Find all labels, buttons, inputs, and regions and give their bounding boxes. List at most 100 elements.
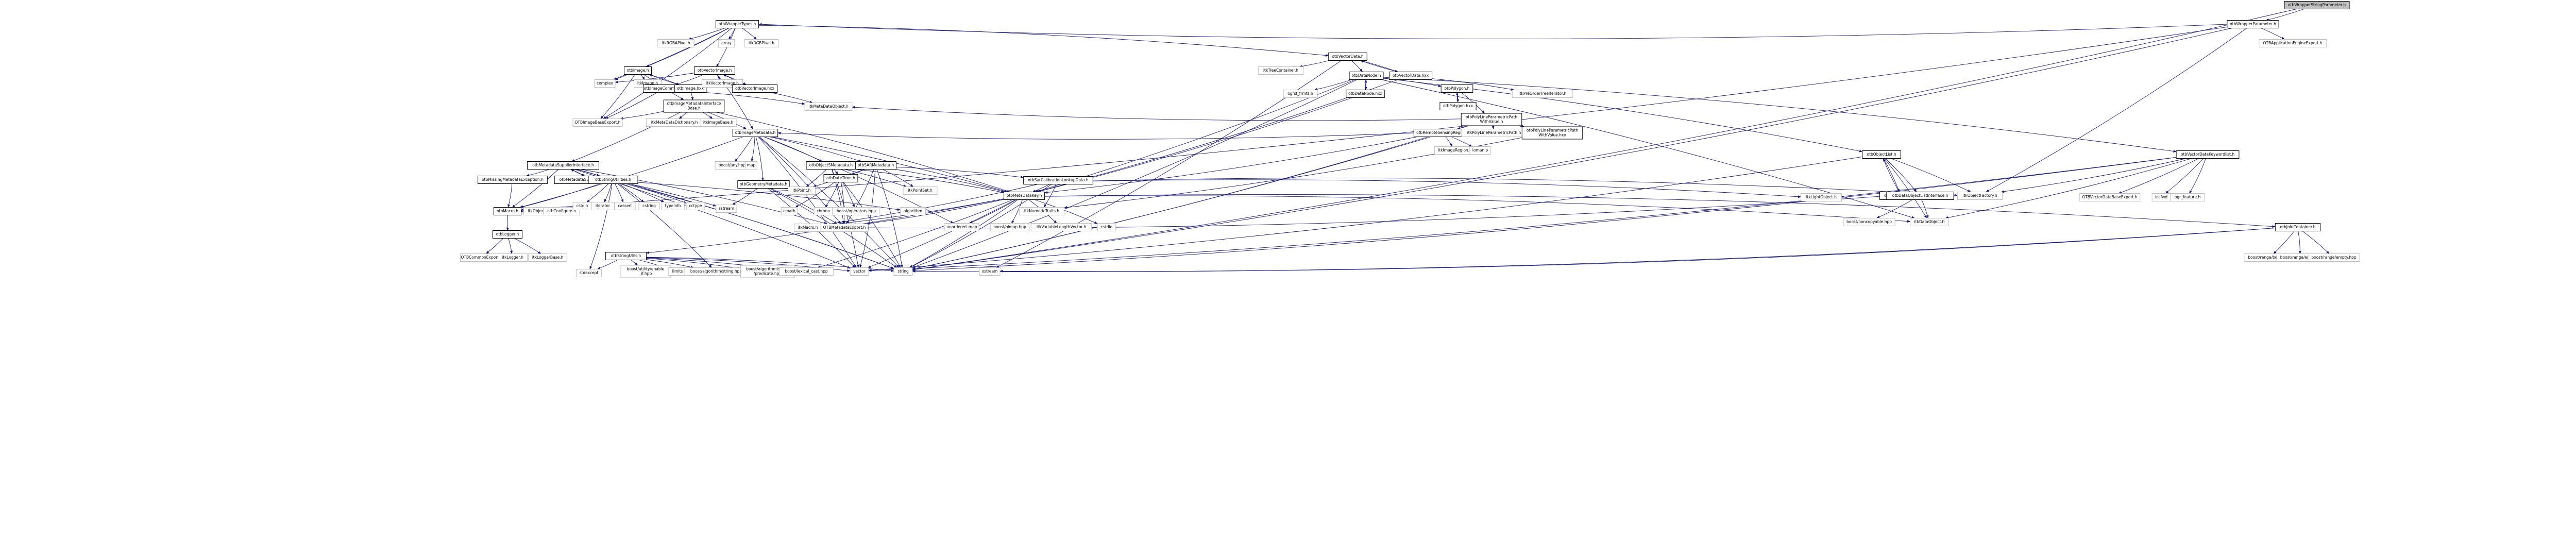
node-label: cmath <box>783 209 795 213</box>
edge-sarmd-to-string <box>876 169 903 268</box>
graph-node-datetime[interactable]: otbDateTime.h <box>823 174 858 182</box>
node-box <box>1346 90 1385 98</box>
graph-node-strutilsh[interactable]: otbStringUtils.h <box>605 252 647 260</box>
graph-node-wparam[interactable]: otbWrapperParameter.h <box>2227 20 2279 28</box>
edge-mdkey-to-cstdio2 <box>1034 199 1098 224</box>
graph-node-mdkey[interactable]: otbMetaDataKey.h <box>1004 192 1045 200</box>
graph-node-itklogger: itkLogger.h <box>497 253 528 262</box>
node-box <box>1461 113 1522 126</box>
node-label: iomanip <box>1472 148 1488 153</box>
graph-node-polygonhxx[interactable]: otbPolygon.hxx <box>1439 102 1477 110</box>
node-label: boost/algorithm/string <box>746 267 789 272</box>
edge-joincontainer-to-rbegin <box>2273 231 2295 254</box>
edge-image-to-itkimage <box>640 74 645 80</box>
node-box <box>576 269 602 277</box>
graph-node-dolistif[interactable]: otbDataObjectListInterface.h <box>1886 192 1954 200</box>
edge-strutilsh-to-enableif <box>631 260 638 266</box>
edge-objlist-to-objlisthxx <box>1883 158 1900 193</box>
edge-wtypes-to-vdata <box>758 25 1329 57</box>
graph-node-sarcal[interactable]: otbSarCalibrationLookupData.h <box>1023 176 1093 184</box>
edge-mdkey-to-lexcast <box>817 199 1013 268</box>
edge-imgmd-to-unorderedmap <box>764 137 954 224</box>
edge-imgmd-to-macro <box>519 137 743 208</box>
edge-datetime-to-boostops <box>842 182 855 208</box>
edge-imgcommons-to-imgbaseexp <box>605 92 657 119</box>
graph-node-rsregion[interactable]: otbRemoteSensingRegion.h <box>1413 129 1473 137</box>
graph-node-joincontainer[interactable]: otbJoinContainer.h <box>2275 223 2321 231</box>
node-box <box>804 103 853 111</box>
node-box <box>1862 150 1901 159</box>
node-label: itkRGBPixel.h <box>749 41 774 45</box>
graph-node-vimage[interactable]: otbVectorImage.h <box>694 66 735 75</box>
graph-node-dnodehxx[interactable]: otbDataNode.hxx <box>1346 90 1385 98</box>
node-label: vector <box>853 269 866 274</box>
graph-node-imgbase: itkImageBase.h <box>700 118 737 127</box>
graph-node-sarmd[interactable]: otbSARMetadata.h <box>855 161 896 170</box>
graph-node-logger[interactable]: otbLogger.h <box>492 230 523 239</box>
edge-rsregion-to-iomanip <box>1451 137 1472 147</box>
node-label: otbPolyLineParametricPath <box>1466 115 1518 120</box>
node-label: boost/noncopyable.hpp <box>1846 219 1892 224</box>
graph-node-imgbaseexp: OTBImageBaseExport.h <box>572 118 623 127</box>
graph-node-dnode[interactable]: otbDataNode.h <box>1349 72 1384 80</box>
graph-node-ogrfeature: ogr_feature.h <box>2170 193 2205 201</box>
node-box <box>1030 223 1092 231</box>
node-label: itkNumericTraits.h <box>1024 209 1059 213</box>
edge-strutils-to-iterator <box>604 183 612 203</box>
node-label: cstdio <box>1101 225 1113 229</box>
node-label: itkPolyLineParametricPath.h <box>1467 130 1521 135</box>
node-label: cassert <box>618 204 632 208</box>
edge-wparam-to-objfactory <box>1986 28 2247 192</box>
edge-vdkwl-to-objfactory <box>2001 158 2187 193</box>
graph-node-vimagehxx[interactable]: otbVectorImage.hxx <box>732 84 778 93</box>
edge-vimage-to-itkvimage <box>717 74 720 80</box>
graph-node-missingmd[interactable]: otbMissingMetadataException.h <box>478 176 548 184</box>
node-label: boost/range/end.hpp <box>2280 255 2321 260</box>
node-label: WithValue.hxx <box>1538 133 1566 138</box>
edge-imgmd-to-geommd <box>755 137 764 181</box>
graph-node-mddict: itkMetaDataDictionary.h <box>646 118 703 127</box>
node-label: OTBApplicationEngineExport.h <box>2263 41 2323 45</box>
node-box <box>1886 192 1954 200</box>
edge-sarcal-to-numtraits <box>1043 184 1057 208</box>
graph-node-typeinfo: typeinfo <box>661 202 685 210</box>
graph-node-macro[interactable]: otbMacro.h <box>494 207 521 215</box>
node-box <box>492 230 523 239</box>
graph-node-chrono: chrono <box>814 207 833 215</box>
graph-node-vdkwl[interactable]: otbVectorDataKeywordlist.h <box>2176 150 2240 159</box>
edge-rsregion-to-mdkey <box>1044 137 1418 194</box>
graph-node-mdsupplier[interactable]: otbMetadataSupplierInterface.h <box>527 161 599 170</box>
graph-node-image[interactable]: otbImage.h <box>624 66 652 75</box>
node-box <box>2170 193 2205 201</box>
node-box <box>2284 1 2350 9</box>
graph-node-geommd[interactable]: otbGeometryMetadata.h <box>737 180 790 189</box>
edge-image-to-imgbaseexp <box>600 74 635 119</box>
graph-node-array: array <box>718 39 735 47</box>
graph-node-objlist[interactable]: otbObjectList.h <box>1862 150 1901 159</box>
node-box <box>718 39 735 47</box>
edge-sarcal-to-itkmacro <box>821 184 1038 226</box>
graph-node-sensormd[interactable]: otbObjectSMetadata.h <box>806 161 856 170</box>
graph-node-imgmd[interactable]: otbImageMetadata.h <box>732 129 778 137</box>
node-box <box>1258 66 1304 75</box>
edge-sarmd-to-pointset <box>882 169 914 187</box>
edge-imdinterfacebase-to-mdkey <box>717 112 1010 193</box>
graph-node-vdata[interactable]: otbVectorData.h <box>1328 53 1367 61</box>
edge-imgcommons-to-imdinterfacebase <box>671 92 684 100</box>
node-box <box>1439 102 1477 110</box>
graph-node-strutils[interactable]: otbStringUtilities.h <box>588 176 638 184</box>
node-label: otbMacro.h <box>497 209 518 213</box>
graph-node-polygon[interactable]: otbPolygon.h <box>1440 84 1473 93</box>
edge-joincontainer-to-rend <box>2298 231 2301 255</box>
graph-node-vdatahxx[interactable]: otbVectorData.hxx <box>1388 72 1433 80</box>
edge-objlisthxx-to-itkmacro <box>821 196 1880 229</box>
graph-node-imagehxx[interactable]: otbImage.hxx <box>674 84 707 93</box>
node-label: stdexcept <box>580 270 599 275</box>
graph-node-wtypes[interactable]: otbWrapperTypes.h <box>715 20 759 28</box>
graph-node-root[interactable]: otbWrapperStringParameter.h <box>2284 1 2350 9</box>
node-box <box>588 176 638 184</box>
